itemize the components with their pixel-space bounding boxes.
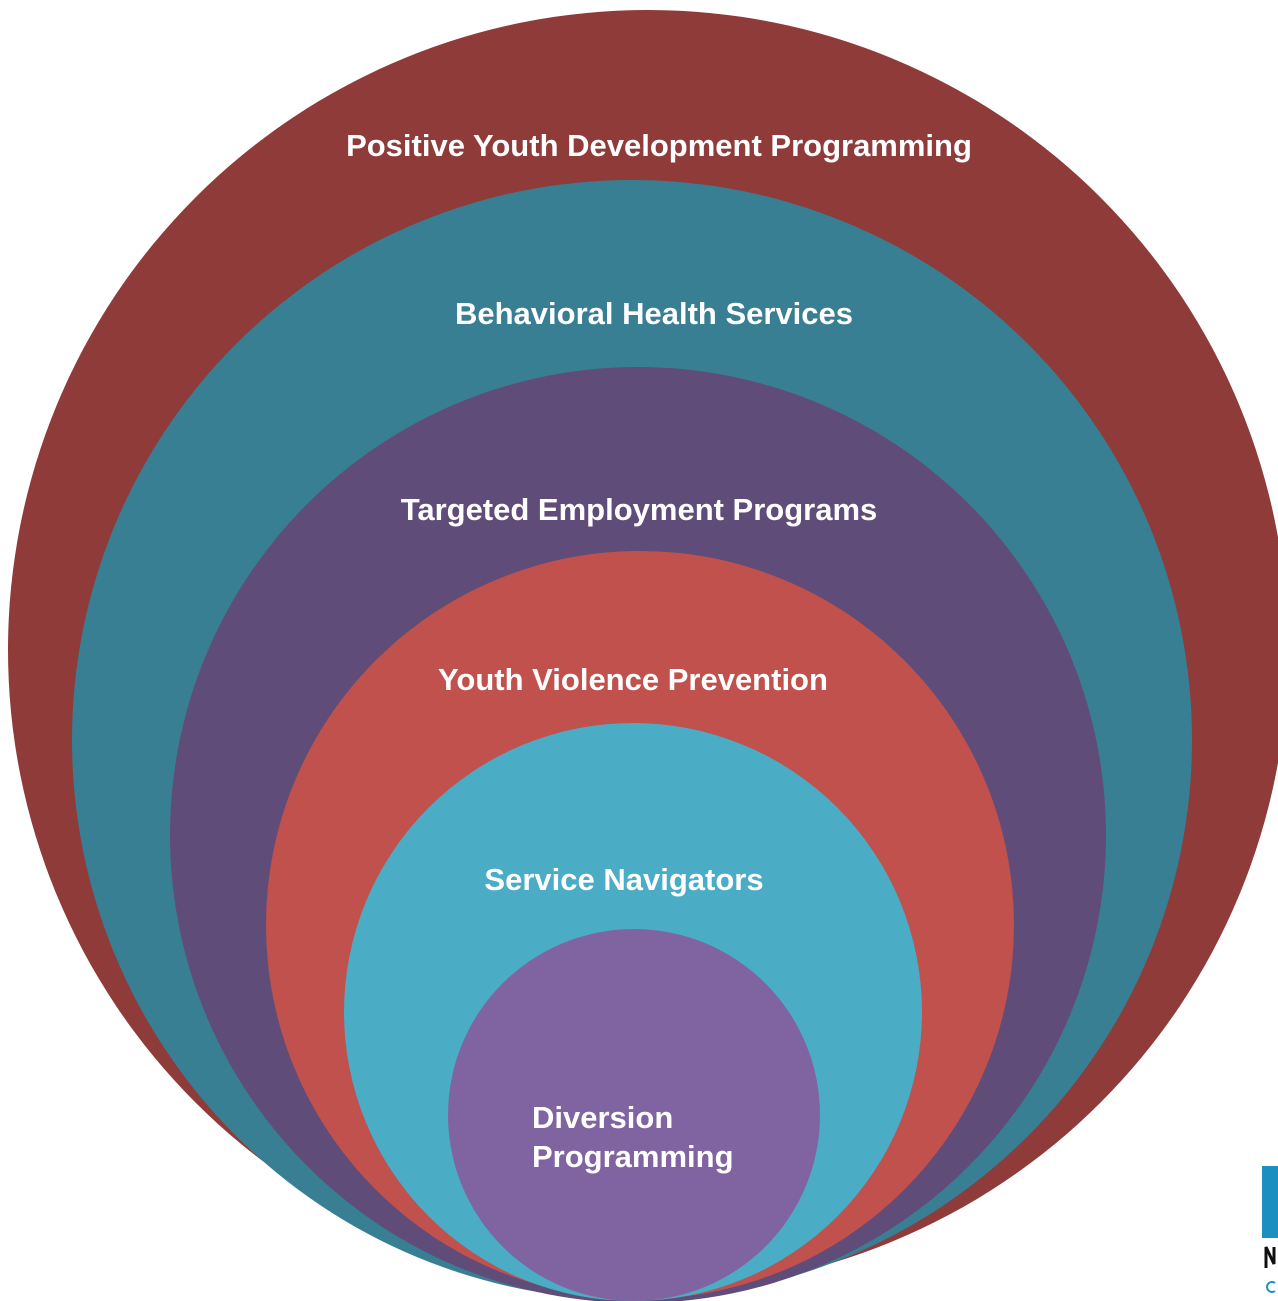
label-positive-youth-development: Positive Youth Development Programming xyxy=(346,128,972,163)
label-service-navigators: Service Navigators xyxy=(484,862,763,897)
logo-block-icon xyxy=(1262,1166,1278,1238)
label-diversion-programming-line2: Programming xyxy=(532,1139,734,1174)
label-diversion-programming-line1: Diversion xyxy=(532,1100,673,1135)
label-behavioral-health-services: Behavioral Health Services xyxy=(455,296,853,331)
circle-diversion-programming xyxy=(448,929,820,1301)
corner-logo xyxy=(1262,1166,1278,1301)
logo-letter-icon xyxy=(1264,1246,1276,1268)
label-youth-violence-prevention: Youth Violence Prevention xyxy=(438,662,828,697)
label-targeted-employment-programs: Targeted Employment Programs xyxy=(401,492,878,527)
logo-sub-icon xyxy=(1266,1281,1276,1293)
